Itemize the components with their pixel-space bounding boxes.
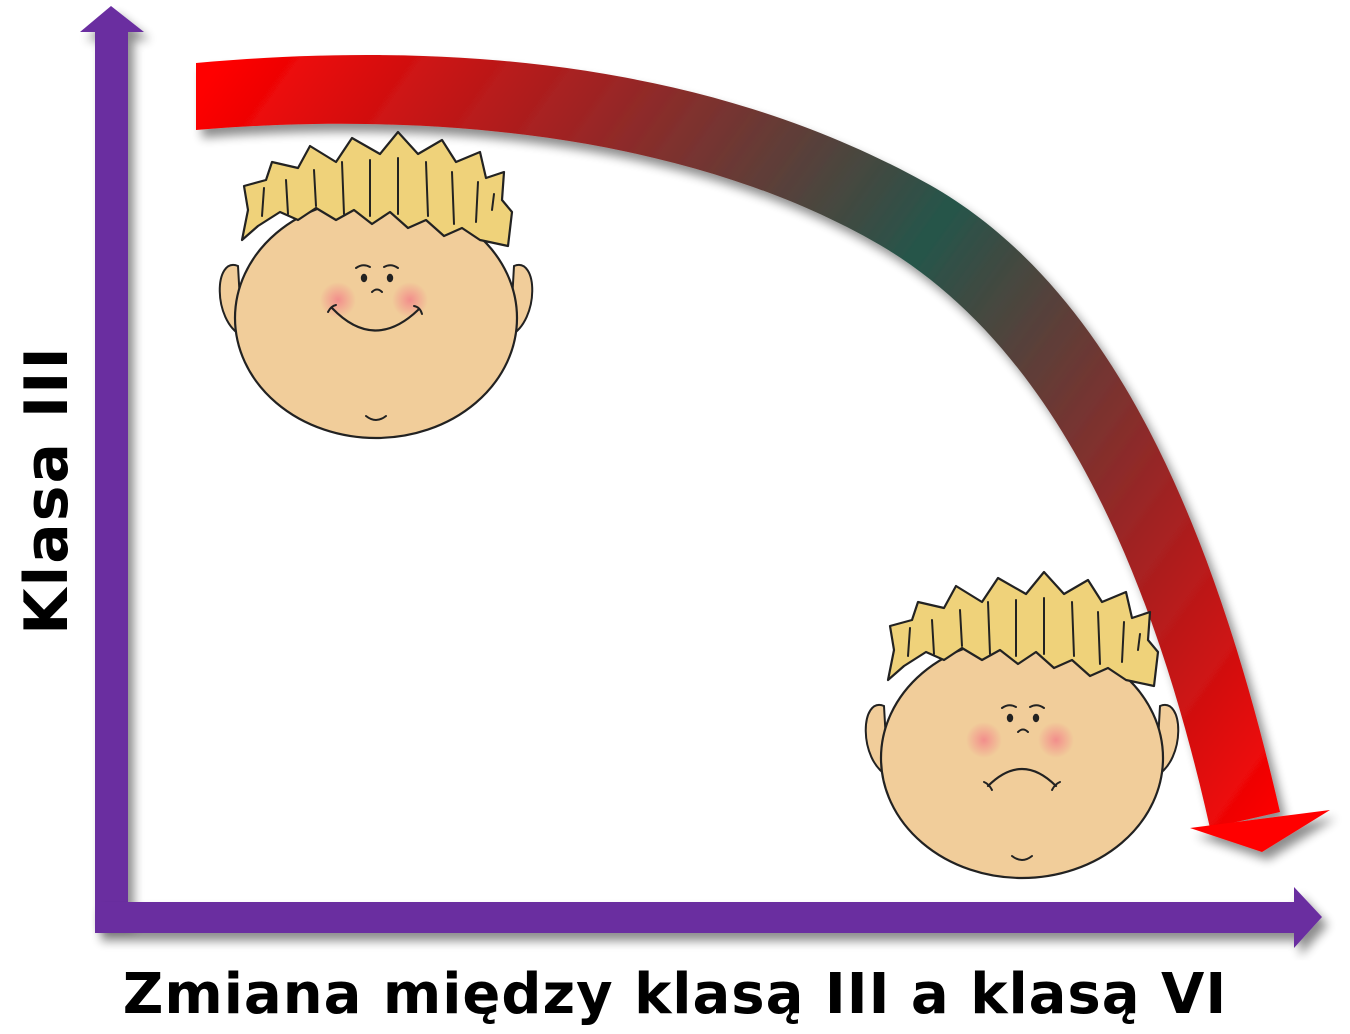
y-axis-label: Klasa III — [12, 345, 82, 635]
y-axis-line — [95, 26, 128, 922]
smile-mouth — [330, 306, 420, 332]
trend-arrow-body — [196, 55, 1280, 828]
x-axis-arrowhead — [1294, 887, 1322, 948]
y-axis — [80, 6, 144, 922]
sad-face — [864, 570, 1180, 880]
x-axis-line — [95, 902, 1300, 933]
trend-arrow — [196, 55, 1330, 852]
y-axis-arrowhead — [80, 6, 144, 32]
trend-arrow-head — [1190, 810, 1330, 852]
happy-face — [218, 130, 534, 440]
frown-mouth — [986, 767, 1058, 788]
x-axis-label: Zmiana między klasą III a klasą VI — [122, 962, 1228, 1027]
x-axis — [95, 887, 1322, 948]
